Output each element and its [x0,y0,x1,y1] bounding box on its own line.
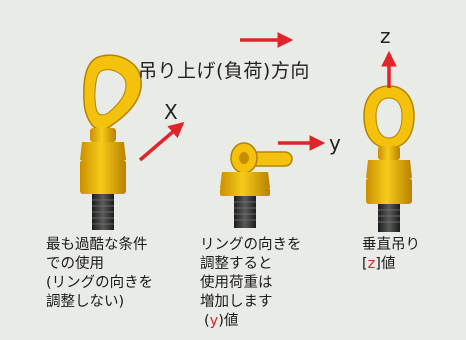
caption-left-line: 調整しない) [46,294,125,310]
caption-middle-value: (y)値 [204,313,239,329]
eye-bolt-right [363,85,415,232]
caption-middle-line: 使用荷重は [200,275,273,291]
y-value-symbol: y [209,313,219,329]
eye-bolt-left [80,54,142,230]
caption-left-line: (リングの向きを [46,275,154,291]
caption-middle-line: 調整すると [200,256,273,272]
caption-middle: リングの向きを 調整すると 使用荷重は 増加します (y)値 [200,236,302,331]
axis-label-y: y [329,131,341,155]
caption-left-line: での使用 [46,256,104,272]
axis-label-x: X [164,100,178,124]
z-value-symbol: z [367,256,376,272]
caption-right: 垂直吊り [z]値 [362,236,420,274]
caption-right-value: [z]値 [362,256,396,272]
caption-right-line: 垂直吊り [362,237,420,253]
eye-bolt-middle [220,142,293,228]
caption-left: 最も過酷な条件 での使用 (リングの向きを 調整しない) [46,236,153,312]
caption-middle-line: 増加します [200,294,273,310]
caption-left-line: 最も過酷な条件 [46,237,148,253]
diagram-title: 吊り上げ(負荷)方向 [138,60,310,82]
x-arrow [138,121,185,162]
caption-middle-line: リングの向きを [200,237,302,253]
axis-label-z: z [380,24,391,48]
